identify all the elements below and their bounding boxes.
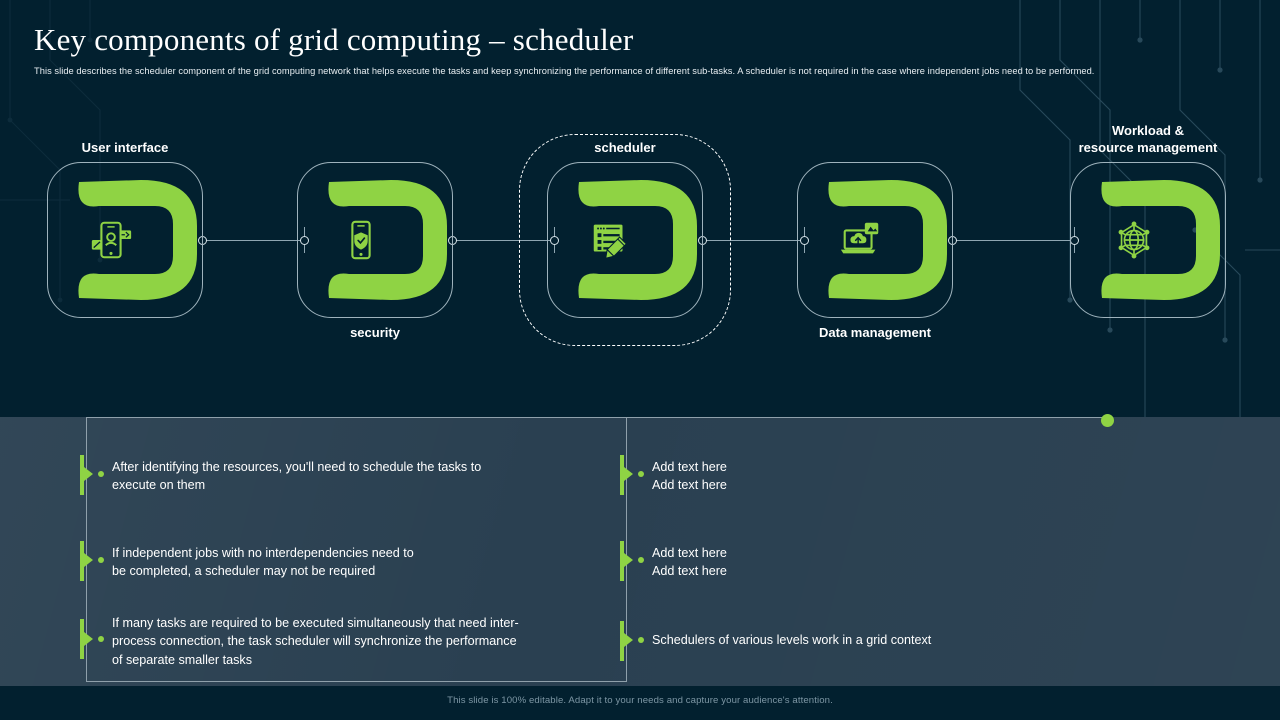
bullet-arrow-icon: [84, 632, 93, 646]
node-frame: [797, 162, 953, 318]
bullet-marker: [620, 619, 652, 663]
list-item[interactable]: After identifying the resources, you'll …: [80, 453, 610, 497]
bullet-dot-icon: [98, 636, 104, 642]
flow-node-label: Workload & resource management: [1078, 122, 1218, 155]
list-item-text: If many tasks are required to be execute…: [112, 609, 519, 669]
bullet-arrow-icon: [84, 553, 93, 567]
bullet-dot-icon: [98, 557, 104, 563]
node-frame: [547, 162, 703, 318]
node-frame: [297, 162, 453, 318]
bullet-bar: [620, 455, 624, 495]
bullet-dot-icon: [98, 471, 104, 477]
grid-components-flow-diagram: User interface security: [0, 118, 1280, 378]
right-column-top-rule: [626, 417, 1108, 418]
bullet-bar: [620, 541, 624, 581]
checklist-pencil-icon: [593, 224, 628, 259]
flow-node-label: scheduler: [594, 139, 656, 155]
list-item-line: be completed, a scheduler may not be req…: [112, 564, 376, 579]
bullet-bar: [80, 455, 84, 495]
details-panel: After identifying the resources, you'll …: [0, 413, 1280, 686]
page-subtitle: This slide describes the scheduler compo…: [34, 65, 1095, 76]
footer-note: This slide is 100% editable. Adapt it to…: [447, 695, 833, 706]
bullet-dot-icon: [638, 471, 644, 477]
left-column-frame: [86, 417, 627, 682]
bullet-arrow-icon: [84, 467, 93, 481]
connector-node-dot-6: [800, 235, 809, 245]
flow-node-user-interface[interactable]: User interface: [47, 140, 203, 318]
bullet-bar: [620, 621, 624, 661]
list-item-text: If independent jobs with no interdepende…: [112, 539, 414, 581]
bullet-marker: [80, 453, 112, 497]
connector-node-dot-2: [300, 235, 309, 245]
list-item[interactable]: Add text here Add text here: [620, 453, 1080, 497]
list-item-line: If independent jobs with no interdepende…: [112, 546, 414, 560]
flow-node-workload-resource-management[interactable]: Workload & resource management: [1070, 123, 1226, 318]
scheduler-highlight-outline: [519, 134, 731, 346]
flow-node-scheduler[interactable]: scheduler: [519, 134, 731, 346]
list-item-line: After identifying the resources, you'll …: [112, 460, 482, 474]
bullet-marker: [80, 539, 112, 583]
bracket-shape: [328, 180, 447, 300]
connector-line-3-4: [702, 240, 804, 241]
list-item-text: Add text here Add text here: [652, 539, 727, 581]
list-item[interactable]: If independent jobs with no interdepende…: [80, 539, 610, 583]
bullet-marker: [620, 453, 652, 497]
flow-node-security[interactable]: security: [297, 162, 453, 340]
right-column-vertical-rule: [626, 417, 627, 682]
flow-node-label: security: [350, 325, 400, 340]
flow-node-data-management[interactable]: Data management: [797, 162, 953, 340]
flow-node-label: Data management: [819, 325, 931, 340]
bullet-marker: [80, 609, 112, 667]
list-item-line: process connection, the task scheduler w…: [112, 634, 517, 649]
rule-endcap-dot: [1101, 413, 1114, 427]
list-item-text: After identifying the resources, you'll …: [112, 453, 481, 495]
flow-node-label: User interface: [81, 139, 169, 155]
bullet-dot-icon: [638, 557, 644, 563]
bracket-shape: [78, 180, 197, 300]
list-item[interactable]: If many tasks are required to be execute…: [80, 609, 610, 669]
list-item-line: If many tasks are required to be execute…: [112, 616, 519, 630]
bullet-bar: [80, 619, 84, 659]
bullet-arrow-icon: [624, 553, 633, 567]
slide-footer: This slide is 100% editable. Adapt it to…: [0, 686, 1280, 720]
list-item-line: Add text here: [652, 546, 727, 560]
slide-header: Key components of grid computing – sched…: [34, 22, 1250, 78]
bracket-shape: [578, 180, 697, 300]
page-title: Key components of grid computing – sched…: [34, 22, 634, 57]
bracket-shape: [828, 180, 947, 300]
list-item[interactable]: Add text here Add text here: [620, 539, 1080, 583]
list-item-text: Add text here Add text here: [652, 453, 727, 495]
network-globe-icon: [1118, 221, 1150, 259]
connector-line-4-5: [952, 240, 1074, 241]
phone-user-icon: [91, 221, 132, 259]
list-item-line: Add text here: [652, 460, 727, 474]
list-item-text: Schedulers of various levels work in a g…: [652, 619, 931, 649]
connector-node-dot-4: [550, 235, 559, 245]
node-frame: [1070, 162, 1226, 318]
laptop-cloud-icon: [840, 222, 879, 254]
list-item-line: Add text here: [652, 564, 727, 579]
list-item-line: Add text here: [652, 478, 727, 493]
bullet-dot-icon: [638, 637, 644, 643]
bullet-bar: [80, 541, 84, 581]
list-item-line: of separate smaller tasks: [112, 652, 252, 667]
connector-line-1-2: [202, 240, 304, 241]
bracket-shape: [1101, 180, 1220, 300]
list-item[interactable]: Schedulers of various levels work in a g…: [620, 619, 1080, 663]
phone-shield-icon: [351, 220, 371, 260]
bullet-arrow-icon: [624, 633, 633, 647]
connector-line-2-3: [452, 240, 554, 241]
bullet-marker: [620, 539, 652, 583]
list-item-line: execute on them: [112, 478, 206, 493]
list-item-line: Schedulers of various levels work in a g…: [652, 633, 932, 647]
node-frame: [47, 162, 203, 318]
bullet-arrow-icon: [624, 467, 633, 481]
